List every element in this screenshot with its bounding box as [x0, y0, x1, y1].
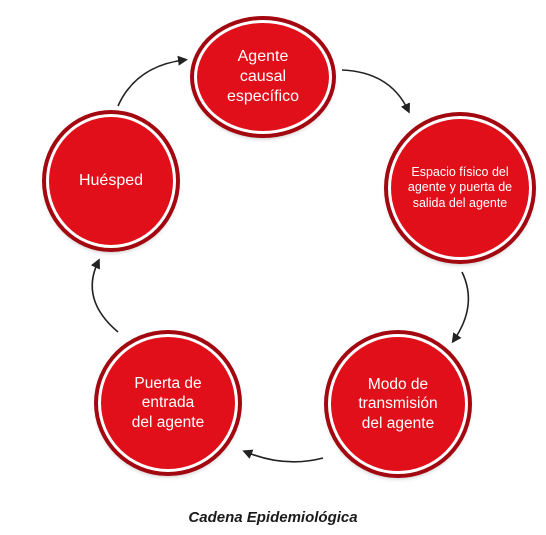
arrow-agent-to-space	[341, 69, 410, 114]
node-entry-door: Puerta de entrada del agente	[98, 334, 238, 472]
node-entry-door-label: Puerta de entrada del agente	[131, 374, 205, 431]
arrow-space-to-mode	[451, 271, 470, 344]
node-host-label: Huésped	[78, 172, 144, 189]
node-causal-agent-label: Agente causal específico	[226, 48, 300, 105]
arrow-host-to-agent	[117, 55, 188, 107]
node-agent-exit-space-label: Espacio físico del agente y puerta de sa…	[407, 164, 513, 210]
node-agent-exit-space: Espacio físico del agente y puerta de sa…	[388, 116, 532, 260]
node-transmission-mode: Modo de transmisión del agente	[328, 334, 468, 474]
node-causal-agent: Agente causal específico	[194, 20, 332, 134]
node-transmission-mode-label: Modo de transmisión del agente	[358, 375, 438, 432]
arrow-entry-to-host	[90, 258, 119, 333]
diagram-caption: Cadena Epidemiológica	[188, 509, 358, 526]
node-host: Huésped	[46, 114, 176, 248]
arrow-mode-to-entry	[242, 449, 324, 463]
